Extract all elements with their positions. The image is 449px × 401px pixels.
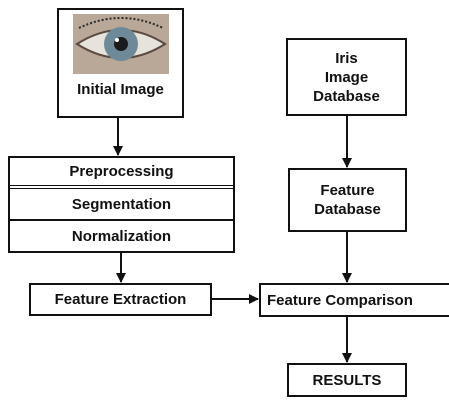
- iris-db-line3: Database: [313, 87, 380, 105]
- feature-db-line1: Feature: [320, 182, 375, 199]
- feature-comparison-box: Feature Comparison: [259, 283, 449, 317]
- feature-comparison-label: Feature Comparison: [267, 291, 413, 309]
- segmentation-row: Segmentation: [10, 189, 233, 221]
- segmentation-label: Segmentation: [71, 195, 172, 213]
- normalization-label: Normalization: [71, 227, 172, 245]
- iris-image-database-box: Iris Image Database: [286, 38, 407, 116]
- eye-image: [72, 14, 169, 74]
- preprocessing-row: Preprocessing: [10, 158, 233, 189]
- feature-extraction-box: Feature Extraction: [29, 283, 212, 316]
- feature-extraction-label: Feature Extraction: [54, 291, 187, 308]
- normalization-row: Normalization: [10, 221, 233, 251]
- iris-db-line2: Image: [324, 68, 369, 86]
- processing-stack: Preprocessing Segmentation Normalization: [8, 156, 235, 253]
- results-label: RESULTS: [312, 371, 382, 389]
- initial-image-box: Initial Image: [57, 8, 184, 118]
- results-box: RESULTS: [287, 363, 407, 397]
- initial-image-label: Initial Image: [77, 81, 164, 98]
- preprocessing-label: Preprocessing: [69, 163, 174, 180]
- feature-db-line2: Database: [314, 201, 381, 218]
- feature-database-box: Feature Database: [288, 168, 407, 232]
- iris-db-line1: Iris: [335, 49, 358, 67]
